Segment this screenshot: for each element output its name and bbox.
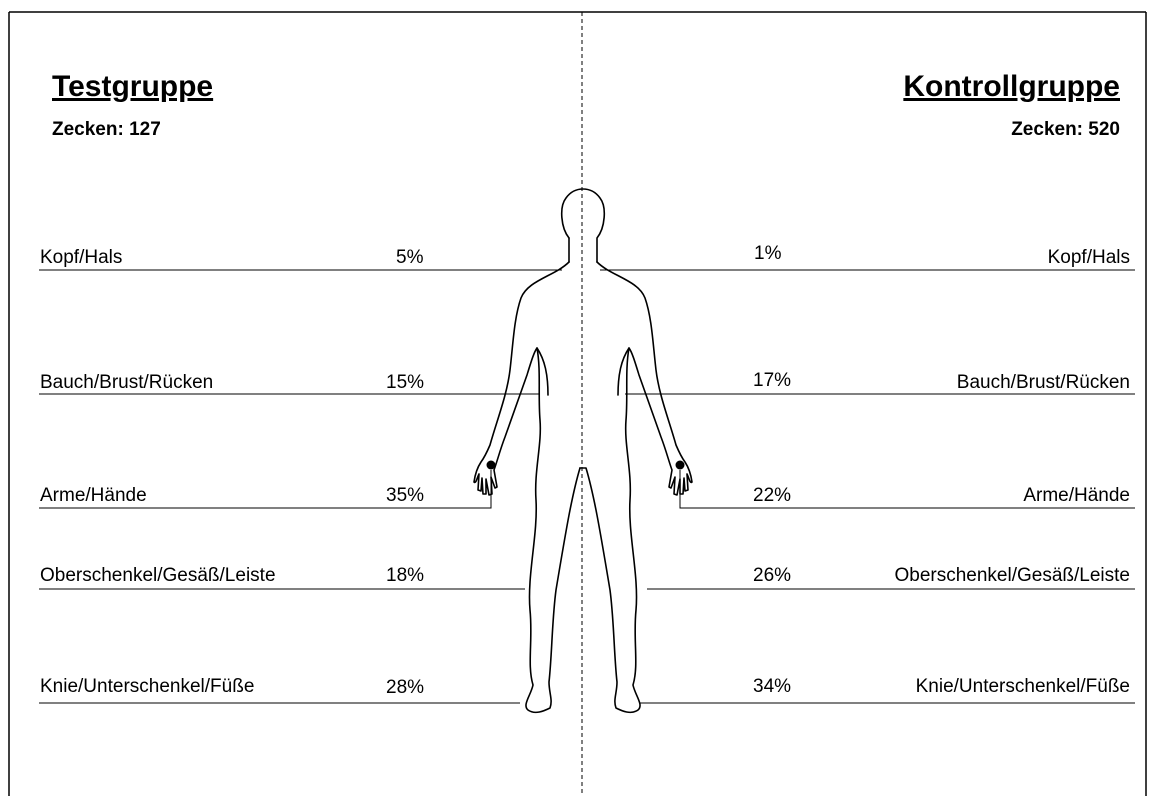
control-group-title: Kontrollgruppe [903,70,1120,103]
test-pct-arme-haende: 35% [386,485,425,506]
right-label-arme-haende: Arme/Hände [1023,485,1130,506]
bite-marker-right-hand [675,460,685,470]
control-group-tick-count: Zecken: 520 [1011,119,1120,140]
human-body-outline [473,188,693,714]
control-pct-oberschenkel: 26% [753,565,792,586]
test-pct-knie: 28% [386,677,425,698]
control-pct-arme-haende: 22% [753,485,792,506]
test-pct-oberschenkel: 18% [386,565,425,586]
right-label-kopf-hals: Kopf/Hals [1047,247,1130,268]
right-label-bauch-brust-ruecken: Bauch/Brust/Rücken [956,372,1130,393]
left-label-knie: Knie/Unterschenkel/Füße [40,676,255,697]
left-label-arme-haende: Arme/Hände [40,485,147,506]
left-label-bauch-brust-ruecken: Bauch/Brust/Rücken [40,372,214,393]
right-label-knie: Knie/Unterschenkel/Füße [915,676,1130,697]
right-label-oberschenkel: Oberschenkel/Gesäß/Leiste [894,565,1130,586]
test-group-title: Testgruppe [52,70,214,103]
control-pct-knie: 34% [753,676,792,697]
control-pct-bauch-brust-ruecken: 17% [753,370,792,391]
test-pct-bauch-brust-ruecken: 15% [386,372,425,393]
control-pct-kopf-hals: 1% [754,243,782,264]
test-pct-kopf-hals: 5% [396,247,424,268]
bite-marker-left-hand [486,460,496,470]
test-group-tick-count: Zecken: 127 [52,119,161,140]
left-label-kopf-hals: Kopf/Hals [40,247,123,268]
left-label-oberschenkel: Oberschenkel/Gesäß/Leiste [40,565,276,586]
